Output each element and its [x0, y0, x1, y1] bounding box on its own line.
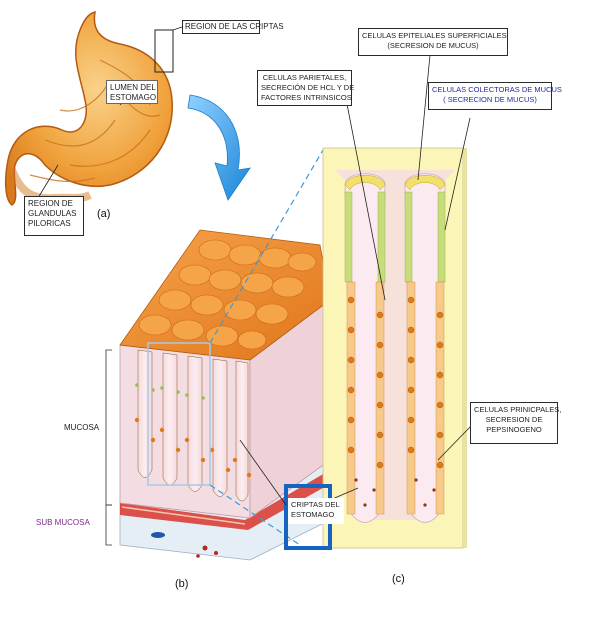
zoom-selection: [147, 342, 211, 486]
label-region-criptas: REGION DE LAS CRIPTAS: [182, 20, 284, 34]
label-lumen-estomago: LUMEN DEL ESTOMAGO: [106, 80, 158, 104]
crypt-detail: [322, 54, 473, 549]
label-glandulas-piloricas: REGION DE GLANDULAS PILORICAS: [24, 196, 84, 236]
panel-tag-c: (c): [392, 573, 405, 585]
submucosa-bracket: [105, 504, 112, 546]
panel-tag-b: (b): [175, 578, 189, 590]
stomach-illustration: [4, 10, 186, 206]
mucosa-bracket: [105, 349, 112, 506]
label-criptas-estomago: CRIPTAS DEL ESTOMAGO: [288, 498, 344, 524]
label-celulas-parietales: CELULAS PARIETALES, SECRECIÓN DE HCl Y D…: [257, 70, 354, 106]
label-celulas-epiteliales: CELULAS EPITELIALES SUPERFICIALES (SECRE…: [358, 28, 508, 56]
crypt-region-marker: [154, 29, 174, 73]
label-mucosa: MUCOSA: [64, 423, 100, 432]
panel-tag-a: (a): [97, 208, 111, 220]
label-submucosa: SUB MUCOSA: [36, 518, 90, 527]
mucosa-block: [105, 229, 331, 561]
label-celulas-principales: CELULAS PRINICPALES, SECRESION DE PEPSIN…: [470, 402, 561, 444]
label-celulas-colectoras: CELULAS COLECTORAS DE MUCUS ( SECRECION …: [428, 82, 562, 110]
zoom-arrow: [187, 94, 251, 201]
